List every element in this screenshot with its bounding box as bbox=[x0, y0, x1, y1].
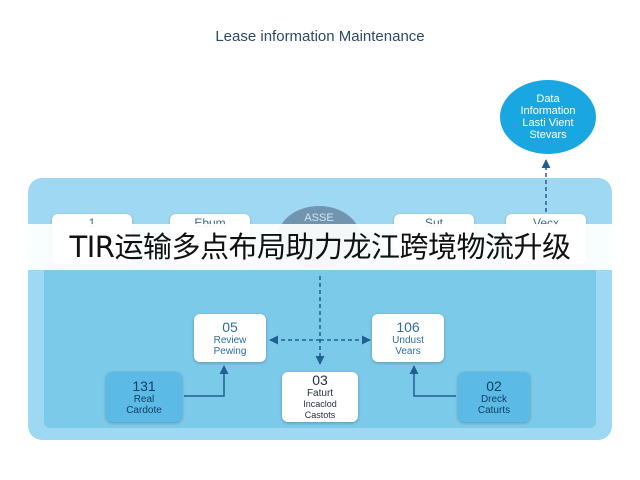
node-review-label: Review bbox=[213, 334, 247, 346]
headline-banner: TIR运输多点布局助力龙江跨境物流升级 bbox=[0, 224, 640, 270]
node-real-label: Cardote bbox=[126, 404, 162, 416]
node-update-number: 106 bbox=[396, 318, 420, 335]
data-node-line: Stevars bbox=[529, 129, 567, 141]
node-check-label: Dreck bbox=[480, 393, 508, 405]
node-review-label: Pewing bbox=[213, 345, 247, 357]
data-node-line: Lasti Vient bbox=[522, 117, 574, 129]
diagram-title: Lease information Maintenance bbox=[215, 28, 425, 45]
node-center-number: 03 bbox=[312, 372, 328, 388]
node-center-label: Faturt bbox=[306, 388, 334, 399]
node-update-label: Vears bbox=[395, 345, 421, 357]
node-check-number: 02 bbox=[486, 377, 502, 394]
link-real-to-review bbox=[184, 365, 229, 397]
node-real-number: 131 bbox=[132, 377, 156, 394]
node-review-number: 05 bbox=[222, 318, 238, 335]
node-review: 05 Review Pewing bbox=[194, 314, 266, 362]
data-information-node: Data Information Lasti Vient Stevars bbox=[500, 80, 596, 154]
node-real: 131 Real Cardote bbox=[106, 372, 182, 422]
node-check: 02 Dreck Caturts bbox=[458, 372, 530, 422]
node-center: 03 Faturt Incaclod Castots bbox=[282, 372, 358, 422]
data-node-line: Information bbox=[520, 105, 576, 117]
link-check-to-update bbox=[409, 365, 456, 397]
node-update-label: Undust bbox=[392, 334, 424, 346]
node-center-label: Castots bbox=[304, 410, 336, 420]
node-check-label: Caturts bbox=[477, 404, 511, 416]
node-update: 106 Undust Vears bbox=[372, 314, 444, 362]
data-node-line: Data bbox=[536, 93, 560, 105]
node-center-label: Incaclod bbox=[303, 399, 337, 409]
node-real-label: Real bbox=[133, 393, 155, 405]
